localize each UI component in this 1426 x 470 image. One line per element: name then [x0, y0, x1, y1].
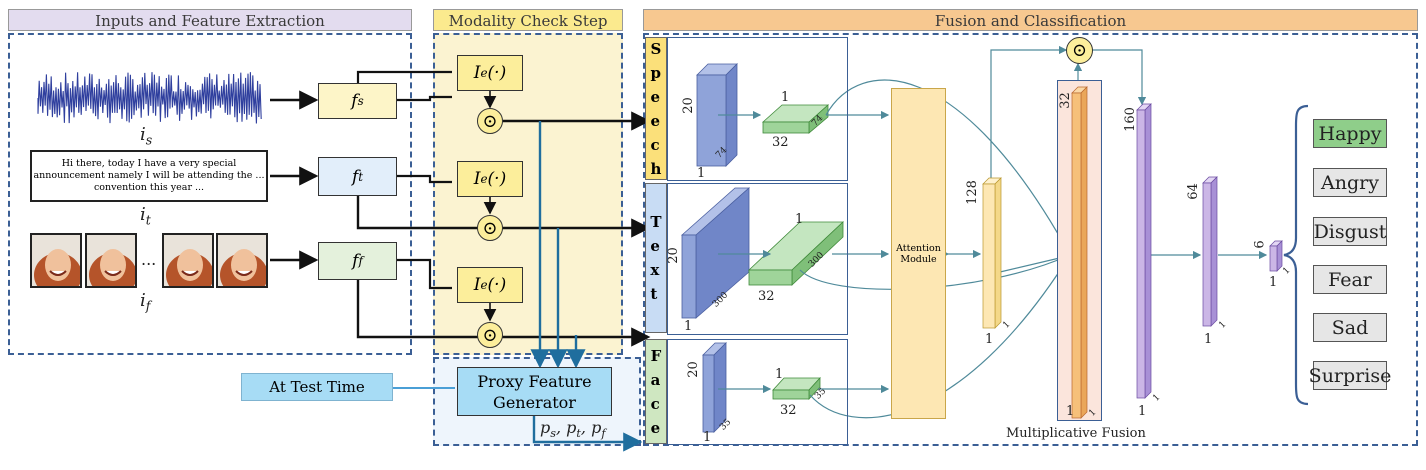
proxy-feature-generator: Proxy Feature Generator — [457, 367, 612, 416]
face-frame-3 — [162, 233, 214, 288]
emotion-happy: Happy — [1313, 119, 1387, 148]
dim-32-w: 1 — [1066, 404, 1075, 419]
dim-face-out-h: 1 — [775, 367, 784, 382]
dim-speech-in-w: 1 — [697, 166, 706, 181]
dim-text-in-w: 1 — [684, 319, 693, 334]
vector-160 — [1136, 103, 1152, 399]
text-input-sample: Hi there, today I have a very special an… — [30, 150, 268, 202]
dim-face-in-w: 1 — [703, 430, 712, 445]
header-modality-check: Modality Check Step — [433, 9, 623, 31]
face-output-block — [772, 376, 821, 401]
vector-6 — [1269, 240, 1283, 272]
dim-128-w: 1 — [985, 332, 994, 347]
multiplicative-fusion-box — [1057, 80, 1102, 421]
multiplicative-fusion-label: Multiplicative Fusion — [1006, 426, 1146, 441]
text-input-block — [680, 187, 751, 319]
dim-6: 6 — [1252, 240, 1268, 249]
emotion-fear: Fear — [1313, 265, 1387, 294]
vector-128 — [982, 177, 1002, 329]
face-input-label: if — [140, 290, 151, 314]
fusion-region — [643, 33, 1418, 446]
speech-waveform — [37, 72, 262, 124]
speech-output-block — [761, 104, 830, 134]
header-inputs: Inputs and Feature Extraction — [8, 9, 412, 31]
fusion-product: ⊙ — [1066, 37, 1093, 64]
text-output-block — [747, 221, 845, 286]
face-frames-ellipsis: ... — [141, 250, 157, 269]
dim-speech-out-h: 1 — [781, 90, 790, 105]
test-time-label: At Test Time — [241, 373, 393, 401]
speech-panel — [667, 37, 848, 181]
vector-64 — [1202, 176, 1218, 327]
text-panel — [667, 183, 848, 335]
dim-64-w: 1 — [1204, 332, 1213, 347]
face-frame-2 — [85, 233, 137, 288]
dim-speech-in-h: 20 — [680, 97, 696, 114]
attention-module: Attention Module — [891, 88, 946, 419]
proxy-outputs-label: ps, pt, pf — [540, 418, 606, 441]
inputs-region — [8, 33, 412, 355]
dim-text-out-h: 1 — [795, 212, 804, 227]
dim-128: 128 — [964, 180, 980, 205]
product-text: ⊙ — [477, 215, 503, 241]
text-input-label: it — [140, 204, 151, 228]
emotion-angry: Angry — [1313, 168, 1387, 197]
dim-160-w: 1 — [1138, 404, 1147, 419]
face-frame-1 — [30, 233, 82, 288]
dim-face-out-w: 32 — [780, 403, 797, 418]
emotion-sad: Sad — [1313, 313, 1387, 342]
speech-input-block — [696, 63, 738, 167]
emotion-surprise: Surprise — [1309, 361, 1391, 390]
face-input-block — [702, 342, 727, 433]
face-panel — [667, 339, 848, 445]
face-frame-4 — [216, 233, 268, 288]
emotion-disgust: Disgust — [1313, 217, 1387, 246]
speech-input-label: is — [140, 124, 153, 148]
dim-160: 160 — [1122, 107, 1138, 132]
dim-text-in-h: 20 — [665, 247, 681, 264]
header-fusion: Fusion and Classification — [643, 9, 1418, 31]
dim-face-in-h: 20 — [685, 361, 701, 378]
emotion-brace — [1283, 104, 1309, 406]
dim-64: 64 — [1185, 183, 1201, 200]
product-speech: ⊙ — [477, 108, 503, 134]
dim-32: 32 — [1057, 92, 1073, 109]
dim-text-out-w: 32 — [758, 289, 775, 304]
product-face: ⊙ — [477, 322, 503, 348]
dim-6-w: 1 — [1269, 275, 1278, 290]
dim-speech-out-w: 32 — [772, 135, 789, 150]
